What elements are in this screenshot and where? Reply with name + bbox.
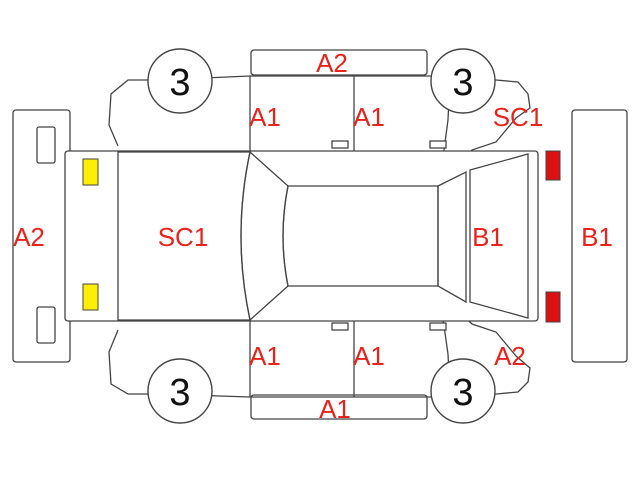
taillamp-icon xyxy=(545,291,561,323)
label-rocker-bottom: A1 xyxy=(319,394,351,424)
rear-bumper-panel xyxy=(571,109,628,363)
label-front-bumper: A2 xyxy=(13,222,45,252)
tire-grade-front-left: 3 xyxy=(169,62,190,104)
rocker-strip-bottom xyxy=(250,394,428,420)
roof-strip-top xyxy=(250,49,428,76)
label-rear-quarter-right: A2 xyxy=(494,341,526,371)
label-roof-top: A2 xyxy=(316,48,348,78)
label-trunk-lid: B1 xyxy=(472,222,504,252)
wheel-rear-right: 3 xyxy=(430,358,496,424)
label-front-door-right-lower: A1 xyxy=(249,341,281,371)
taillamp-icon xyxy=(545,150,561,181)
label-front-door-left-upper: A1 xyxy=(249,102,281,132)
label-rear-door-right-lower: A1 xyxy=(353,341,385,371)
label-rear-door-left-upper: A1 xyxy=(353,102,385,132)
label-hood: SC1 xyxy=(158,222,209,252)
headlamp-icon xyxy=(82,283,99,311)
label-rear-bumper: B1 xyxy=(581,222,613,252)
wheel-rear-left: 3 xyxy=(430,48,496,114)
tire-grade-rear-left: 3 xyxy=(452,62,473,104)
wheel-front-left: 3 xyxy=(147,48,213,114)
label-rear-quarter-left: SC1 xyxy=(493,102,544,132)
tire-grade-front-right: 3 xyxy=(169,372,190,414)
headlamp-icon xyxy=(82,158,99,186)
tire-grade-rear-right: 3 xyxy=(452,372,473,414)
top-view-body xyxy=(64,150,539,322)
wheel-front-right: 3 xyxy=(147,358,213,424)
